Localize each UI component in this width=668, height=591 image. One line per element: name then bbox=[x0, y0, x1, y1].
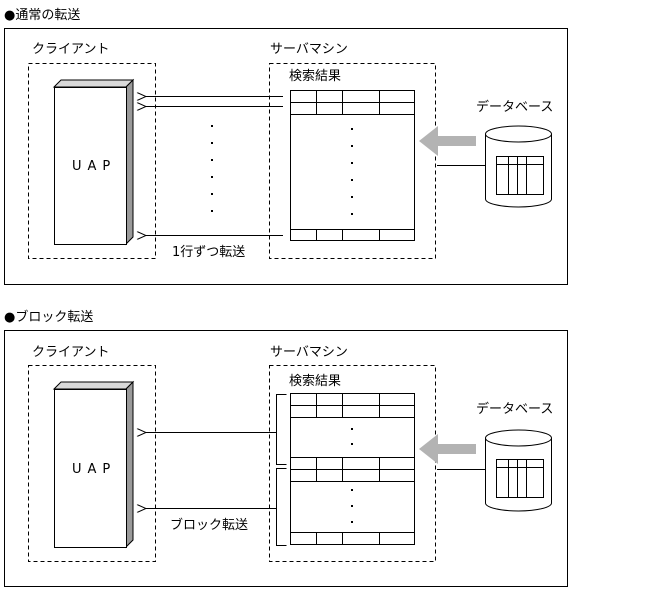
server-box bbox=[269, 63, 436, 259]
table-ellipsis-2 bbox=[351, 428, 353, 523]
server-label-2: サーバマシン bbox=[270, 345, 348, 360]
table-ellipsis bbox=[351, 128, 353, 215]
search-result-table bbox=[290, 90, 415, 241]
uap-label-2: UAP bbox=[72, 462, 116, 477]
normal-transfer-panel bbox=[4, 28, 568, 285]
client-box bbox=[28, 63, 156, 259]
server-box-2 bbox=[269, 365, 436, 562]
search-result-label-2: 検索結果 bbox=[289, 374, 341, 389]
client-label: クライアント bbox=[32, 42, 109, 57]
client-box-2 bbox=[28, 365, 156, 562]
uap-label: UAP bbox=[72, 159, 116, 174]
client-label-2: クライアント bbox=[32, 345, 109, 360]
uap-block-2: UAP bbox=[52, 380, 135, 549]
server-label: サーバマシン bbox=[270, 42, 348, 57]
search-result-label: 検索結果 bbox=[289, 69, 341, 84]
arrow-ellipsis bbox=[211, 125, 213, 212]
row-arrows bbox=[146, 97, 283, 236]
block-brackets bbox=[276, 394, 287, 546]
database-label: データベース bbox=[476, 99, 553, 115]
database-cylinder-icon-2 bbox=[485, 429, 552, 512]
db-transfer-arrow-2 bbox=[419, 434, 476, 464]
normal-transfer-heading: ●通常の転送 bbox=[4, 8, 80, 23]
block-arrows bbox=[146, 433, 276, 509]
block-transfer-panel bbox=[4, 330, 568, 587]
database-label-2: データベース bbox=[476, 401, 553, 417]
block-transfer-label: ブロック転送 bbox=[170, 517, 248, 533]
search-result-table-2 bbox=[290, 393, 415, 545]
database-cylinder-icon bbox=[485, 125, 552, 208]
row-transfer-label: 1行ずつ転送 bbox=[172, 245, 245, 260]
block-transfer-heading: ●ブロック転送 bbox=[4, 309, 93, 325]
uap-block: UAP bbox=[52, 78, 135, 246]
db-transfer-arrow bbox=[419, 126, 476, 156]
